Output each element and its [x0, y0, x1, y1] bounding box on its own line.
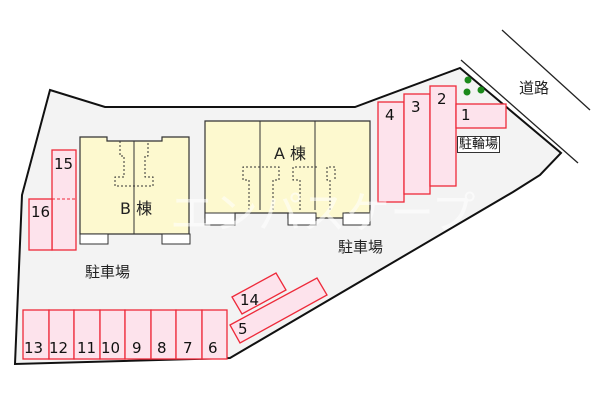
tree-icon	[463, 88, 471, 96]
space-15: 15	[54, 155, 74, 173]
road-edge-line	[501, 29, 591, 111]
parking-spaces	[22, 85, 507, 360]
space-4: 4	[385, 106, 395, 124]
space-12: 12	[49, 339, 69, 357]
building-b	[79, 136, 191, 245]
space-13: 13	[24, 339, 44, 357]
space-7: 7	[183, 339, 193, 357]
space-2: 2	[437, 90, 447, 108]
parking-label-right: 駐車場	[338, 238, 384, 256]
space-6: 6	[208, 339, 218, 357]
tree-icon	[464, 76, 472, 84]
space-11: 11	[77, 339, 97, 357]
watermark: エンパスケープ	[170, 188, 475, 239]
road-edge-line	[460, 59, 579, 164]
tree-icon	[477, 86, 485, 94]
road-label: 道路	[519, 79, 550, 97]
building-b-label: B 棟	[120, 199, 153, 218]
space-16: 16	[31, 203, 51, 221]
space-14: 14	[240, 291, 260, 309]
space-3: 3	[411, 98, 421, 116]
parking-label-left: 駐車場	[85, 263, 131, 281]
building-a	[204, 120, 371, 226]
space-8: 8	[157, 339, 167, 357]
space-10: 10	[101, 339, 121, 357]
building-a-label: A 棟	[274, 144, 307, 163]
bicycle-parking-label: 駐輪場	[457, 136, 501, 153]
space-5: 5	[238, 320, 248, 338]
space-1: 1	[461, 106, 471, 124]
space-9: 9	[132, 339, 142, 357]
